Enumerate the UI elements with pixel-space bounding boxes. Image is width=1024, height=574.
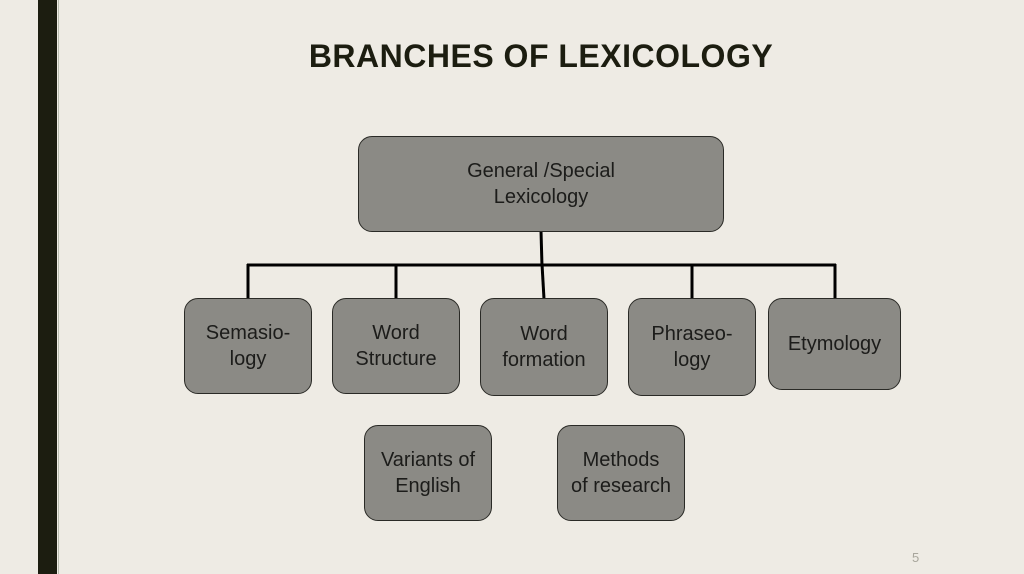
node-general-special-lexicology: General /Special Lexicology [358,136,724,232]
node-semasiology: Semasio- logy [184,298,312,394]
node-phraseology: Phraseo- logy [628,298,756,396]
node-word-structure: Word Structure [332,298,460,394]
connector-trunk [539,230,544,267]
node-variants-of-english: Variants of English [364,425,492,521]
node-methods-of-research: Methods of research [557,425,685,521]
slide-title: BRANCHES OF LEXICOLOGY [308,38,774,74]
node-word-formation: Word formation [480,298,608,396]
accent-bar-line [58,0,59,574]
page-number: 5 [912,550,920,565]
accent-bar [38,0,57,574]
connector-word-formation [540,263,546,300]
node-etymology: Etymology [768,298,901,390]
